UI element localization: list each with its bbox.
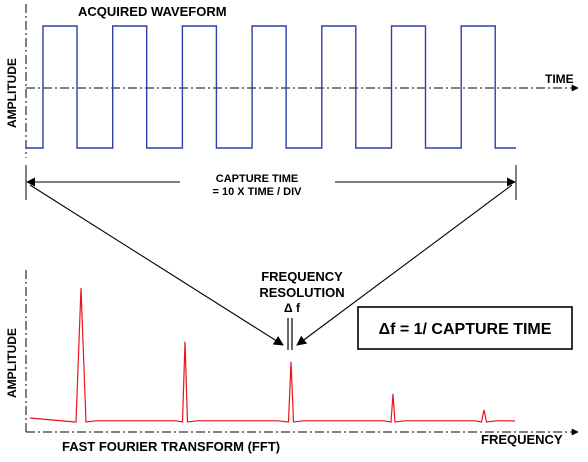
formula-box-border bbox=[357, 306, 573, 350]
top-y-axis-label: AMPLITUDE bbox=[5, 58, 19, 128]
diagonal-arrow-left bbox=[29, 184, 284, 346]
formula-box: Δf = 1/ CAPTURE TIME bbox=[357, 306, 573, 350]
diagonal-arrow-right bbox=[296, 184, 513, 346]
delta-f-label: Δ f bbox=[284, 301, 301, 315]
capture-time-label-line1: CAPTURE TIME bbox=[216, 173, 299, 185]
capture-time-label-line2: = 10 X TIME / DIV bbox=[213, 186, 303, 198]
top-panel: ACQUIRED WAVEFORM AMPLITUDE TIME bbox=[5, 4, 579, 158]
capture-time-annotation: CAPTURE TIME = 10 X TIME / DIV bbox=[25, 165, 517, 346]
frequency-axis-label: FREQUENCY bbox=[481, 432, 563, 447]
formula-text: Δf = 1/ CAPTURE TIME bbox=[379, 321, 552, 338]
bottom-panel-title: FAST FOURIER TRANSFORM (FFT) bbox=[62, 439, 280, 454]
resolution-label-line2: RESOLUTION bbox=[259, 285, 344, 300]
frequency-resolution-annotation: FREQUENCY RESOLUTION Δ f bbox=[259, 269, 345, 350]
bottom-panel: AMPLITUDE FAST FOURIER TRANSFORM (FFT) F… bbox=[5, 270, 579, 454]
fft-spectrum-trace bbox=[29, 287, 516, 423]
time-axis-label: TIME bbox=[545, 72, 574, 86]
top-panel-title: ACQUIRED WAVEFORM bbox=[78, 4, 227, 19]
resolution-label-line1: FREQUENCY bbox=[261, 269, 343, 284]
square-waveform bbox=[26, 25, 516, 149]
bottom-y-axis-label: AMPLITUDE bbox=[5, 328, 19, 398]
